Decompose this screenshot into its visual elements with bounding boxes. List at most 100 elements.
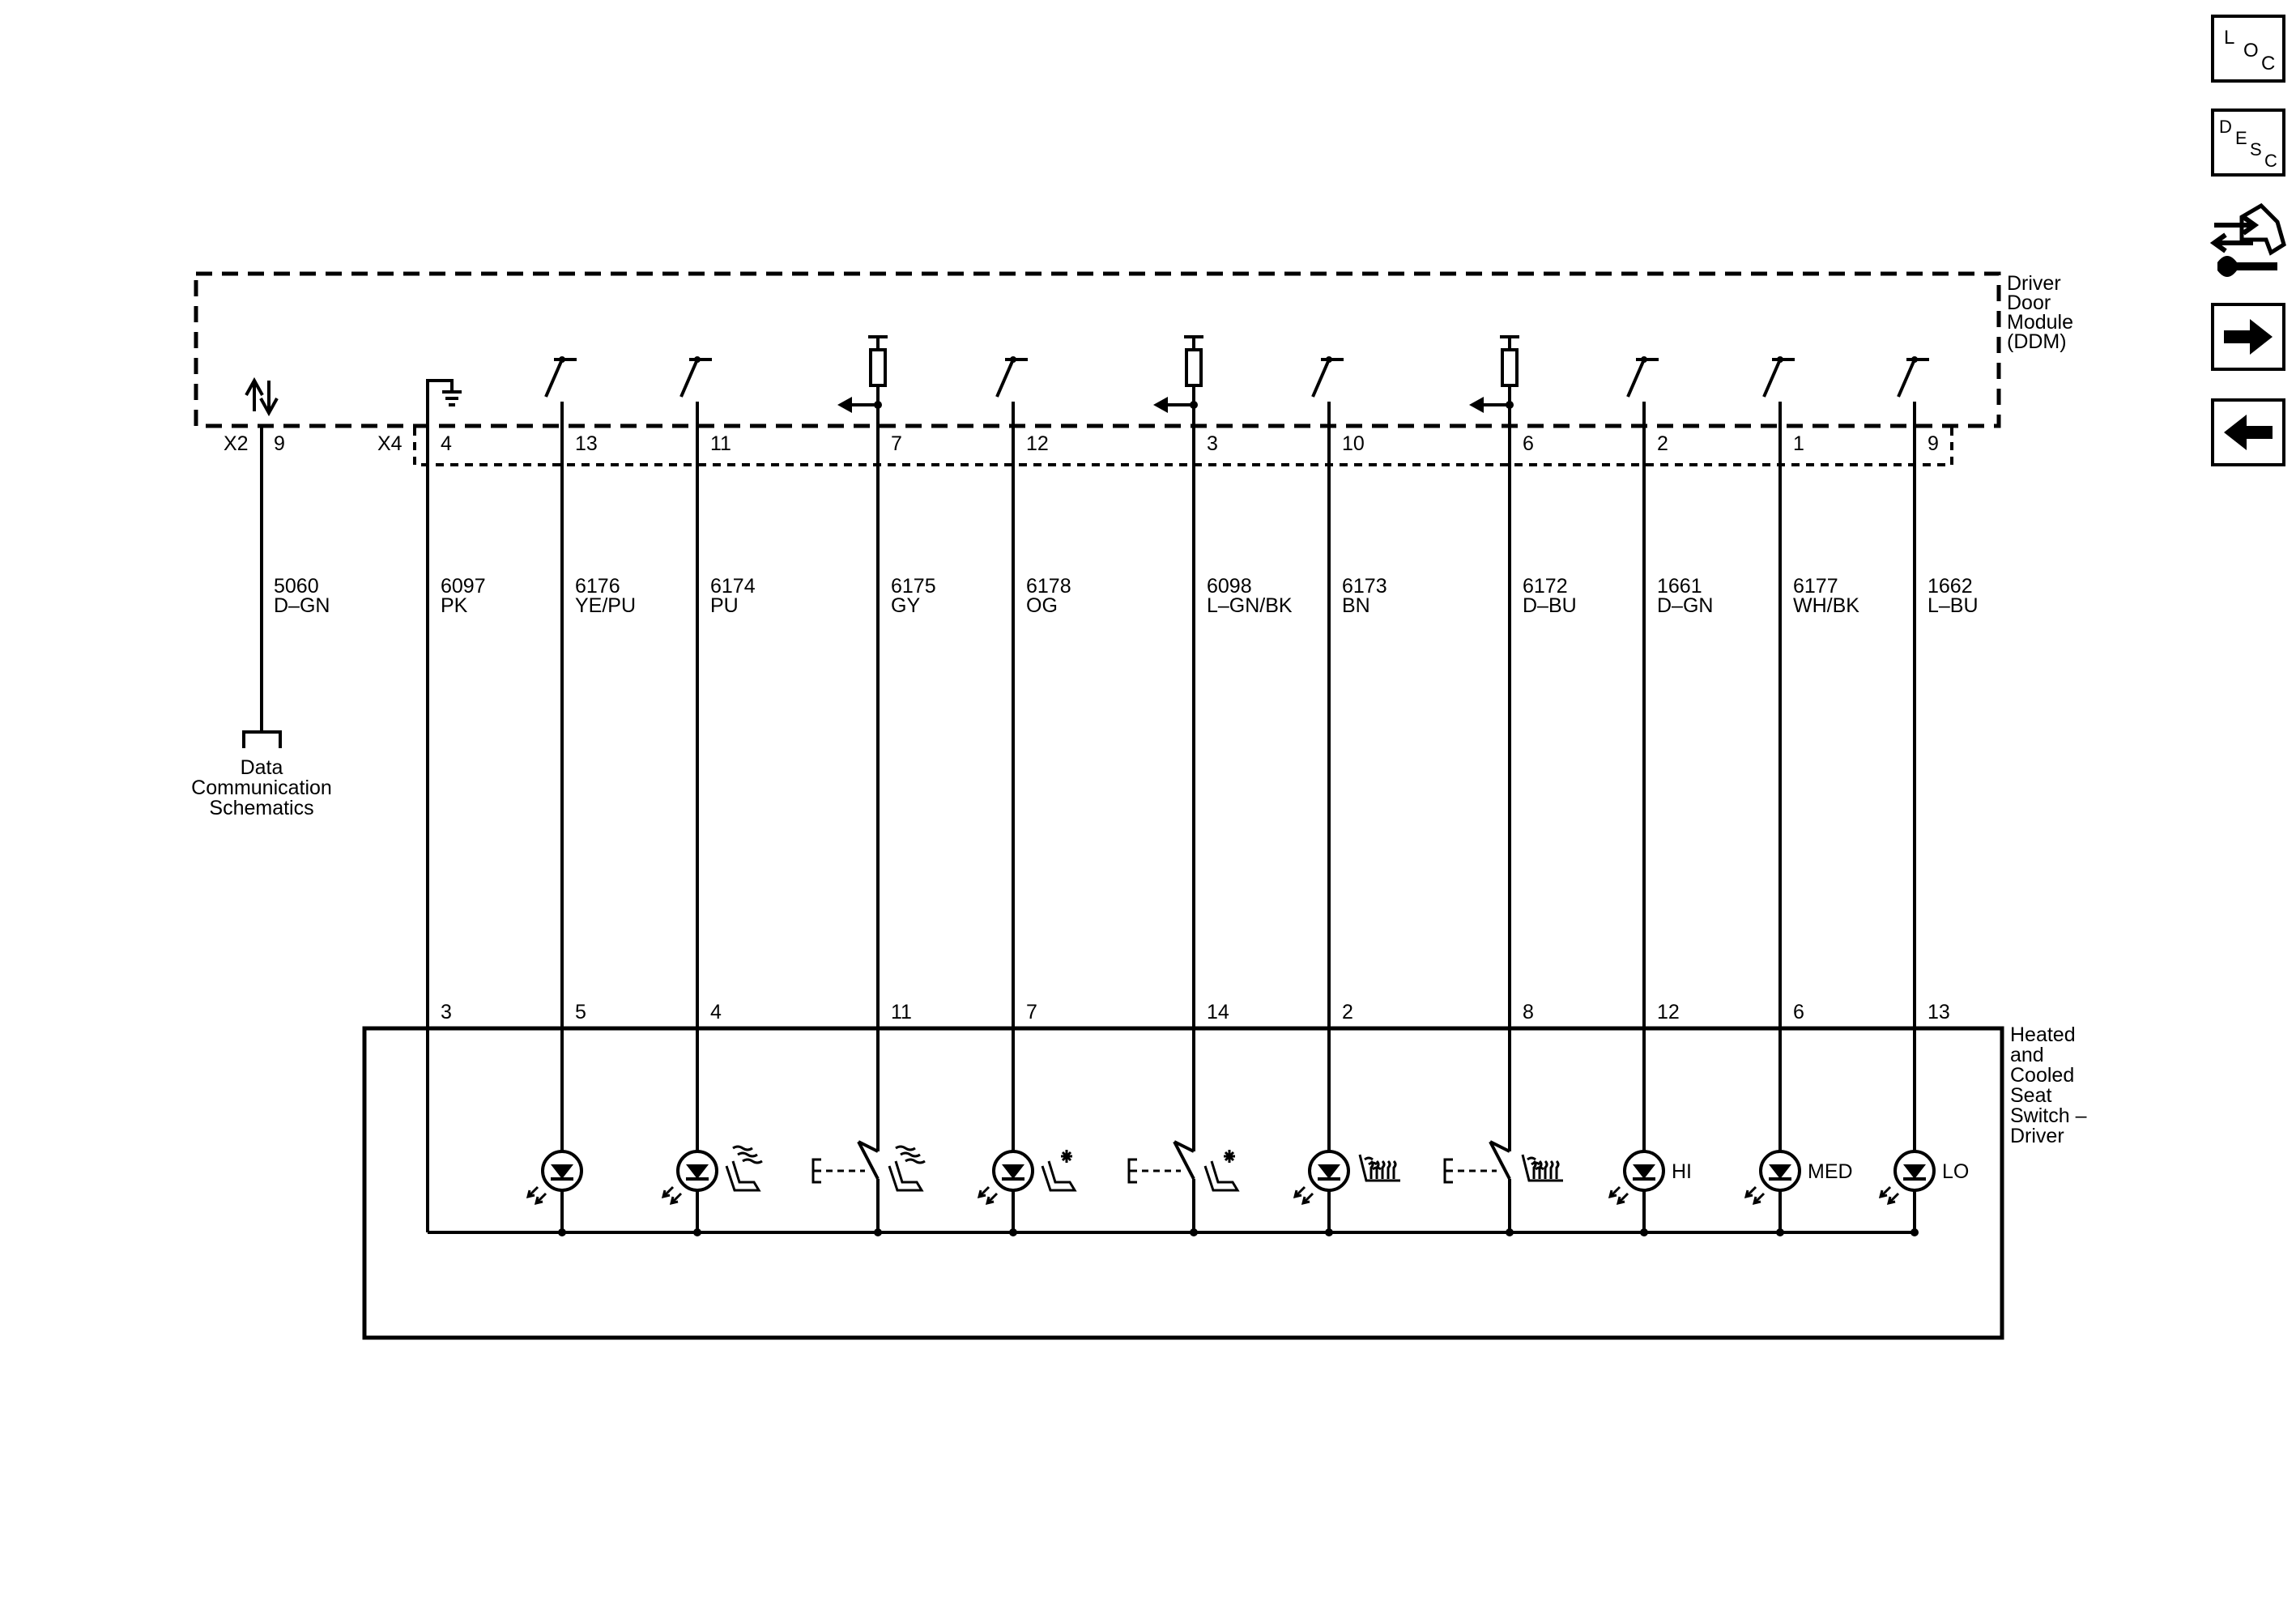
heated-seat-back-icon — [888, 1145, 926, 1192]
switch-label-line-6: Driver — [2010, 1125, 2064, 1147]
module-switch-icon — [1311, 356, 1344, 398]
module-switch-icon — [544, 356, 577, 398]
data-link-circuit-number: 5060 — [274, 575, 319, 598]
wire-color: D–BU — [1523, 594, 1577, 617]
bottom-pin-label: 3 — [441, 1001, 452, 1023]
loc-letter-2: O — [2243, 40, 2259, 62]
data-link-dest-line-2[interactable]: Communication — [191, 777, 332, 799]
bus-junction — [874, 1228, 882, 1236]
prev-arrow-icon — [2224, 415, 2273, 450]
wire-circuits: 46097PK3136176YE/PU5116174PU476175GY1112… — [426, 335, 1979, 1236]
x4-connector-outline — [413, 428, 1953, 466]
led-indicator-icon — [526, 1150, 583, 1206]
led-mode-label: HI — [1672, 1160, 1692, 1183]
led-indicator-icon — [1878, 1150, 1936, 1206]
led-indicator-icon — [1744, 1150, 1801, 1206]
bus-junction — [1190, 1228, 1198, 1236]
driver-door-module: Driver Door Module (DDM) X2 X4 — [194, 271, 2073, 466]
bus-junction — [1776, 1228, 1784, 1236]
momentary-switch-icon — [811, 1140, 880, 1232]
switch-outline — [362, 1026, 2004, 1340]
desc-letter-1: D — [2219, 117, 2232, 137]
pullup-resistor-icon — [1469, 335, 1519, 413]
circuit-number: 6172 — [1523, 575, 1568, 598]
top-pin-label: 13 — [575, 432, 598, 455]
prev-button[interactable] — [2211, 398, 2285, 466]
bottom-pin-label: 2 — [1342, 1001, 1353, 1023]
switch-label-line-4: Seat — [2010, 1084, 2051, 1107]
wire-color: PK — [441, 594, 468, 617]
top-pin-label: 4 — [441, 432, 452, 455]
bidirectional-arrow-icon — [245, 377, 279, 417]
bottom-pin-label: 7 — [1026, 1001, 1037, 1023]
desc-button[interactable]: D E S C — [2211, 109, 2285, 177]
pullup-resistor-icon — [837, 335, 888, 413]
connector-tool-button[interactable] — [2209, 202, 2286, 277]
circuit-number: 6175 — [891, 575, 936, 598]
next-button[interactable] — [2211, 303, 2285, 371]
loc-letter-1: L — [2224, 27, 2234, 49]
switch-label-line-1: Heated — [2010, 1023, 2076, 1046]
bus-junction — [558, 1228, 566, 1236]
data-link-dest-line-1[interactable]: Data — [241, 756, 283, 779]
ddm-label-line-3: Module — [2007, 311, 2073, 334]
led-indicator-icon — [1608, 1150, 1665, 1206]
desc-letter-4: C — [2264, 151, 2277, 171]
cooled-seat-icon — [1041, 1150, 1077, 1192]
circuit-number: 1661 — [1657, 575, 1702, 598]
bus-junction — [1506, 1228, 1514, 1236]
bus-junction — [1325, 1228, 1333, 1236]
circuit-number: 6176 — [575, 575, 620, 598]
desc-icon: D E S C — [2219, 117, 2277, 171]
bus-junction — [1640, 1228, 1648, 1236]
top-pin-label: 12 — [1026, 432, 1049, 455]
connector-tool-icon — [2209, 202, 2286, 277]
data-link-terminal-icon — [242, 730, 282, 748]
top-pin-label: 6 — [1523, 432, 1534, 455]
bus-junction — [1009, 1228, 1017, 1236]
switch-label-line-5: Switch – — [2010, 1104, 2087, 1127]
circuit-number: 6177 — [1793, 575, 1838, 598]
wire-color: OG — [1026, 594, 1058, 617]
led-indicator-icon — [977, 1150, 1034, 1206]
circuit-number: 6097 — [441, 575, 486, 598]
switch-label-line-3: Cooled — [2010, 1064, 2074, 1087]
data-link-wire-color: D–GN — [274, 594, 330, 617]
wire-color: PU — [710, 594, 739, 617]
bottom-pin-label: 6 — [1793, 1001, 1804, 1023]
circuit-number: 6174 — [710, 575, 756, 598]
top-pin-label: 3 — [1207, 432, 1218, 455]
led-mode-label: MED — [1808, 1160, 1853, 1183]
heated-seat-cushion-icon — [1521, 1154, 1563, 1182]
module-switch-icon — [679, 356, 712, 398]
desc-letter-3: S — [2250, 139, 2262, 160]
wire-color: L–BU — [1928, 594, 1979, 617]
bus-junction — [1910, 1228, 1919, 1236]
bus-junction — [693, 1228, 701, 1236]
desc-letter-2: E — [2235, 128, 2247, 148]
loc-button[interactable]: L O C — [2211, 15, 2285, 83]
bottom-pin-label: 14 — [1207, 1001, 1229, 1023]
ddm-label-line-4: (DDM) — [2007, 330, 2067, 353]
top-pin-label: 7 — [891, 432, 902, 455]
wire-color: BN — [1342, 594, 1370, 617]
wire-color: WH/BK — [1793, 594, 1859, 617]
ddm-outline — [194, 271, 2001, 428]
data-link-dest-line-3[interactable]: Schematics — [209, 797, 313, 819]
heated-seat-cushion-icon — [1358, 1154, 1400, 1182]
data-link-circuit: 9 5060 D–GN Data Communication Schematic… — [191, 377, 332, 819]
top-pin-label: 1 — [1793, 432, 1804, 455]
wire-color: GY — [891, 594, 920, 617]
ddm-label-line-1: Driver — [2007, 272, 2061, 295]
momentary-switch-icon — [1127, 1140, 1195, 1232]
bottom-pin-label: 13 — [1928, 1001, 1950, 1023]
top-pin-label: 10 — [1342, 432, 1365, 455]
circuit-number: 6098 — [1207, 575, 1252, 598]
circuit-number: 6178 — [1026, 575, 1071, 598]
